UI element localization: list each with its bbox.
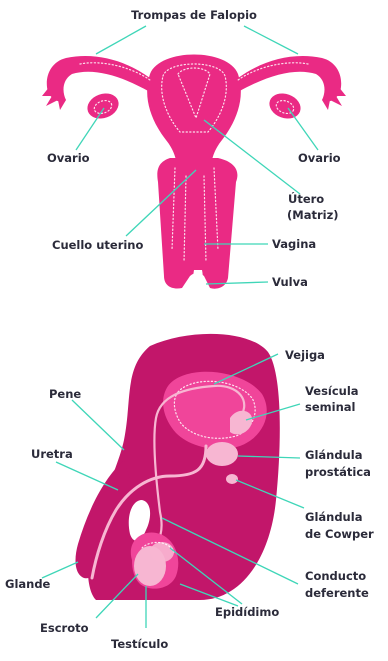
label-glans: Glande <box>5 577 51 591</box>
leader-fallopian-left <box>96 26 146 54</box>
label-seminal-vesicle-2: seminal <box>305 400 355 414</box>
label-epididymis: Epidídimo <box>215 605 279 619</box>
leader-fallopian-right <box>244 26 298 54</box>
label-testicle: Testículo <box>111 637 168 651</box>
label-bladder: Vejiga <box>285 348 325 362</box>
epididymis <box>150 542 174 562</box>
left-ovary <box>84 89 122 122</box>
leader-penis <box>72 400 124 450</box>
label-prostate: Glándula <box>305 448 362 462</box>
label-uterus: Útero <box>288 191 324 206</box>
label-fallopian-tubes: Trompas de Falopio <box>131 8 257 22</box>
label-cowper: Glándula <box>305 510 362 524</box>
vagina <box>157 158 237 289</box>
vulva <box>193 270 202 288</box>
label-ovary-right: Ovario <box>298 151 341 165</box>
label-uterus-alt: (Matriz) <box>287 208 339 222</box>
label-vas-deferens: Conducto <box>305 569 366 583</box>
label-cowper-2: de Cowper <box>305 527 374 541</box>
label-penis: Pene <box>49 387 81 401</box>
leader-urethra <box>56 462 118 490</box>
label-prostate-2: prostática <box>305 465 371 479</box>
right-ovary <box>266 89 304 122</box>
label-urethra: Uretra <box>31 447 73 461</box>
leader-ovary-right <box>288 108 318 150</box>
label-cervix: Cuello uterino <box>52 238 143 252</box>
label-ovary-left: Ovario <box>47 151 90 165</box>
label-vulva: Vulva <box>272 275 308 289</box>
label-vas-deferens-2: deferente <box>305 586 369 600</box>
pelvic-body <box>88 334 280 600</box>
label-scrotum: Escroto <box>40 621 89 635</box>
label-vagina: Vagina <box>272 237 316 251</box>
cowper-gland <box>226 474 238 484</box>
label-seminal-vesicle: Vesícula <box>305 384 359 398</box>
prostate-gland <box>206 442 238 466</box>
leader-glans <box>42 562 78 578</box>
